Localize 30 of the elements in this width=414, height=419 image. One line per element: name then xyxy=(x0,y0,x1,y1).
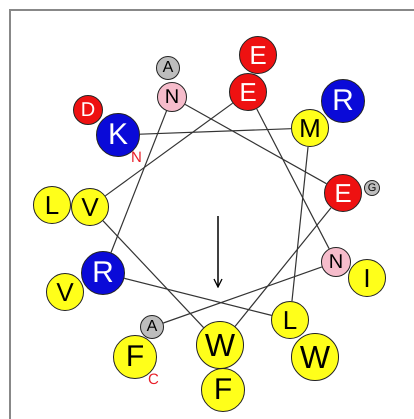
connector-line xyxy=(102,220,204,328)
residue-circle: W xyxy=(291,333,339,381)
residue-circle: R xyxy=(81,251,125,295)
connector-line xyxy=(105,102,233,196)
connector-line xyxy=(291,146,309,302)
residue-circle: F xyxy=(201,368,245,412)
connector-line xyxy=(184,104,327,184)
residue-circle: L xyxy=(271,301,309,339)
residue-circle: W xyxy=(196,321,244,369)
connector-line xyxy=(234,207,332,327)
residue-circle: G xyxy=(364,180,380,196)
residue-circle: E xyxy=(324,174,362,212)
connector-line xyxy=(163,266,322,324)
residue-circle: L xyxy=(33,186,71,224)
residue-circle: V xyxy=(46,273,84,311)
residue-circle: M xyxy=(291,109,329,147)
residue-circle: A xyxy=(156,56,180,80)
connector-line xyxy=(256,108,330,249)
connector-line xyxy=(110,110,168,253)
residue-circle: N xyxy=(321,247,351,277)
residue-circle: R xyxy=(321,79,365,123)
residue-circle: N xyxy=(157,82,187,112)
residue-circle: E xyxy=(239,36,277,74)
residue-circle: E xyxy=(229,73,267,111)
residue-circle: I xyxy=(348,259,386,297)
residue-circle: V xyxy=(71,188,109,226)
residue-circle: D xyxy=(73,95,103,125)
residue-circle: A xyxy=(140,315,164,339)
connector-line xyxy=(124,278,272,316)
connector-line xyxy=(140,128,292,135)
